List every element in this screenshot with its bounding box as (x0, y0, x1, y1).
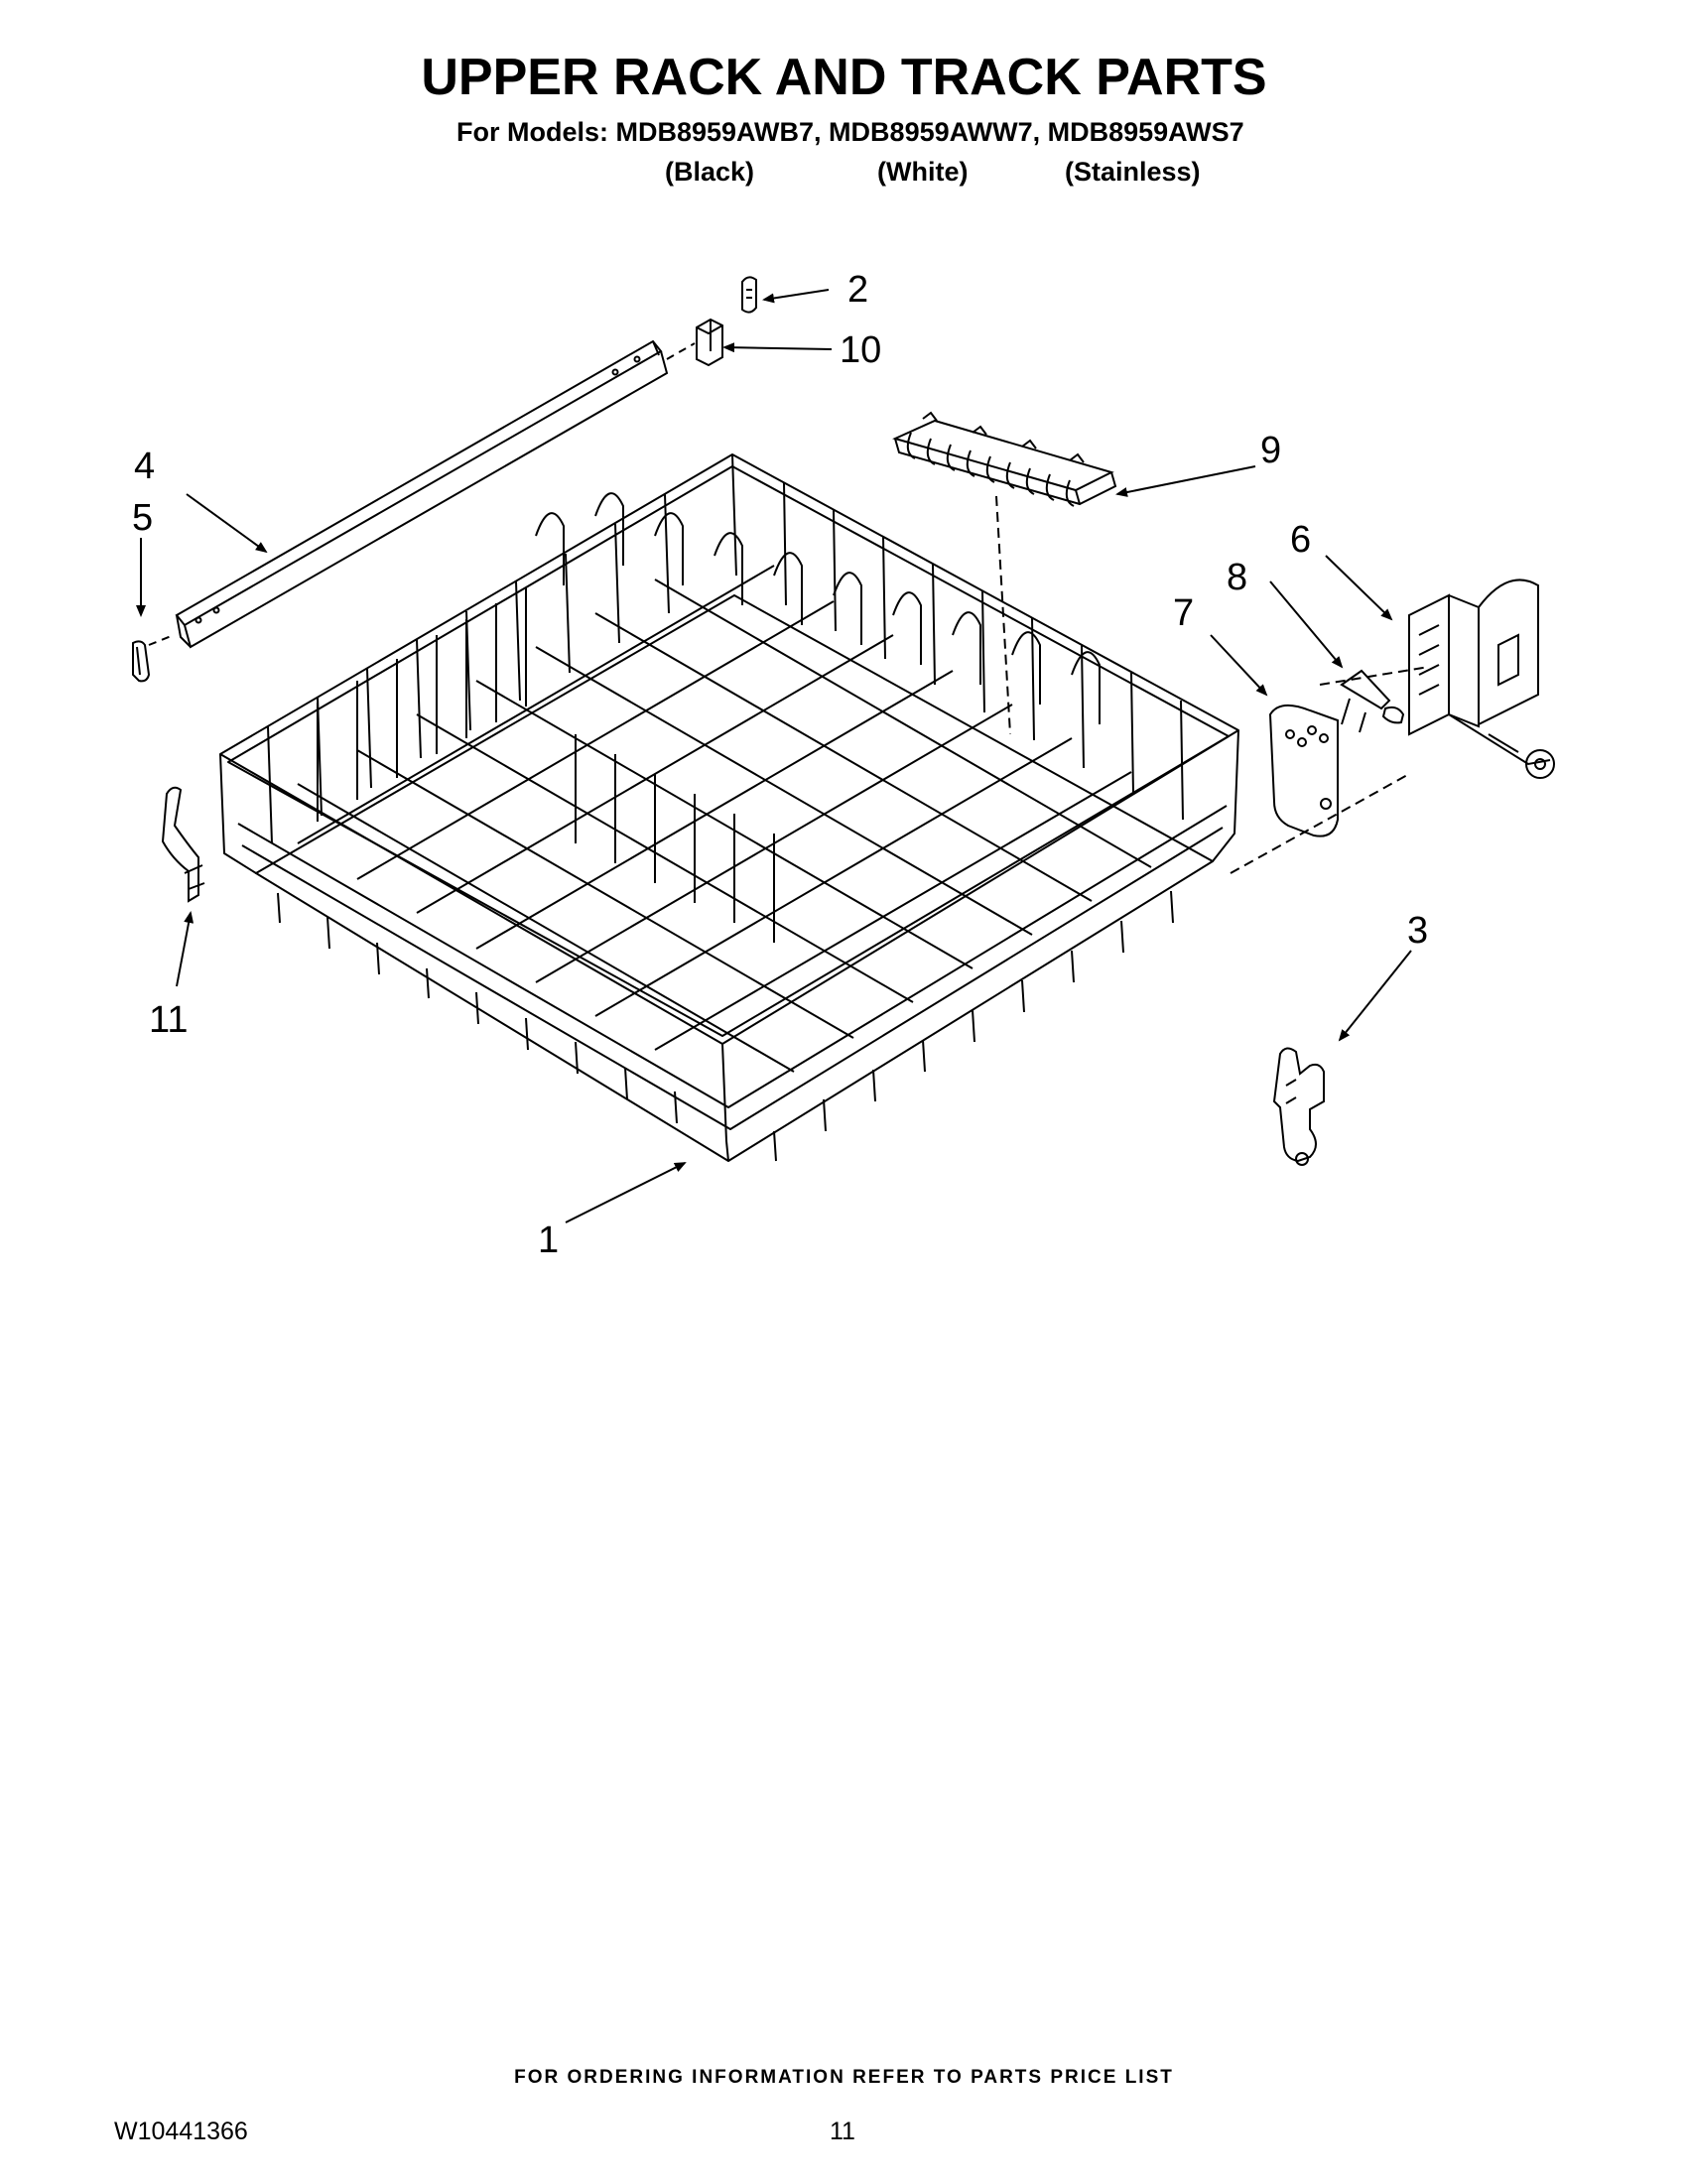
callout-leaders (136, 289, 1412, 1223)
models-line: For Models: MDB8959AWB7, MDB8959AWW7, MD… (456, 117, 1244, 147)
track-end-cap-drawing (132, 640, 151, 683)
adjuster-lever-drawing (1340, 669, 1405, 733)
callout-7: 7 (1173, 592, 1194, 634)
callout-3: 3 (1407, 910, 1428, 952)
variant-black: (Black) (665, 157, 755, 187)
rack-track-drawing (148, 339, 696, 649)
callout-5: 5 (132, 497, 153, 539)
document-number: W10441366 (114, 2118, 248, 2145)
callout-1: 1 (538, 1220, 559, 1261)
rack-adjuster-left-drawing (1272, 1047, 1325, 1166)
rack-adjuster-right-drawing (1408, 578, 1555, 779)
rack-clip-drawing (161, 786, 205, 903)
page-title: UPPER RACK AND TRACK PARTS (421, 49, 1267, 106)
page-number: 11 (830, 2118, 855, 2145)
callout-2: 2 (847, 269, 868, 311)
callout-10: 10 (840, 329, 881, 371)
track-stop-drawing (696, 318, 723, 367)
upper-rack-drawing (219, 453, 1430, 1162)
adjuster-cover-drawing (1268, 704, 1339, 837)
callout-6: 6 (1290, 519, 1311, 561)
callout-9: 9 (1260, 430, 1281, 471)
ordering-note: FOR ORDERING INFORMATION REFER TO PARTS … (514, 2067, 1174, 2088)
callout-8: 8 (1227, 557, 1247, 598)
variant-white: (White) (877, 157, 969, 187)
callout-4: 4 (134, 446, 155, 487)
cup-shelf-drawing (892, 411, 1117, 735)
track-clip-drawing (741, 276, 757, 314)
callout-11: 11 (149, 999, 188, 1041)
variant-stainless: (Stainless) (1065, 157, 1201, 187)
